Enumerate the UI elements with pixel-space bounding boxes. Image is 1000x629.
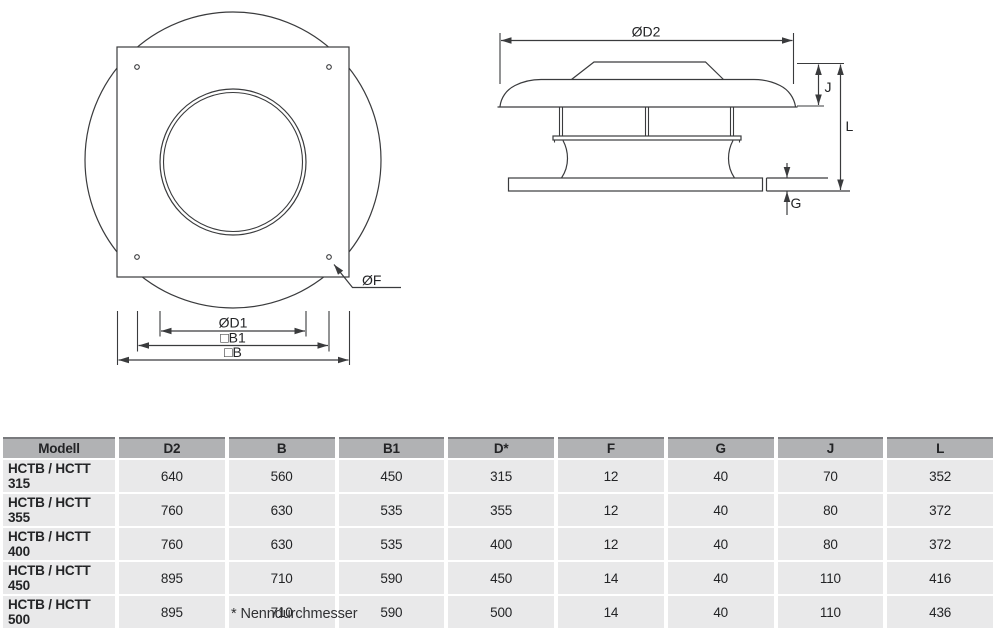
value-cell: 450 <box>338 460 445 492</box>
value-cell: 12 <box>558 528 664 560</box>
value-cell: 535 <box>338 528 445 560</box>
value-cell: 760 <box>119 528 225 560</box>
dimensions-table-section: Modell D2 B B1 D* F G J L HCTB / HCTT 31… <box>0 435 1000 629</box>
value-cell: 500 <box>448 596 554 628</box>
dimensions-table: Modell D2 B B1 D* F G J L HCTB / HCTT 31… <box>0 435 997 629</box>
mounting-hole <box>134 64 140 70</box>
value-cell: 372 <box>887 494 993 526</box>
base-circle <box>84 11 382 309</box>
table-header-row: Modell D2 B B1 D* F G J L <box>3 437 993 458</box>
dim-j-label: J <box>825 79 832 95</box>
value-cell: 14 <box>558 562 664 594</box>
guard-flange-tabs <box>553 140 741 143</box>
value-cell: 590 <box>338 562 445 594</box>
value-cell: 352 <box>887 460 993 492</box>
value-cell: 355 <box>448 494 554 526</box>
value-cell: 40 <box>667 562 774 594</box>
value-cell: 630 <box>228 494 335 526</box>
value-cell: 450 <box>448 562 554 594</box>
value-cell: 535 <box>338 494 445 526</box>
duct-opening-outer <box>159 88 307 236</box>
footnote: * Nenndurchmesser <box>231 606 358 622</box>
value-cell: 12 <box>558 494 664 526</box>
col-header-d: D* <box>448 437 554 458</box>
value-cell: 710 <box>228 596 335 628</box>
value-cell: 436 <box>887 596 993 628</box>
base-spigot <box>727 140 735 179</box>
value-cell: 40 <box>667 460 774 492</box>
model-cell: HCTB / HCTT 315 <box>3 460 115 492</box>
value-cell: 110 <box>777 562 884 594</box>
col-header-b1: B1 <box>338 437 445 458</box>
col-header-l: L <box>887 437 993 458</box>
motor-cover <box>571 61 724 80</box>
dim-j-reference-lines <box>797 62 844 107</box>
dim-g-label: G <box>791 195 802 211</box>
mounting-hole <box>326 64 332 70</box>
value-cell: 895 <box>119 562 225 594</box>
col-header-d2: D2 <box>119 437 225 458</box>
guard-struts <box>558 107 735 136</box>
value-cell: 760 <box>119 494 225 526</box>
value-cell: 895 <box>119 596 225 628</box>
model-cell: HCTB / HCTT 400 <box>3 528 115 560</box>
dim-b-label: □B <box>224 344 242 360</box>
front-extension-lines <box>116 311 351 365</box>
value-cell: 110 <box>777 596 884 628</box>
value-cell: 14 <box>558 596 664 628</box>
technical-drawing: ØF ØD1 □B1 □B ØD2 <box>84 11 854 365</box>
dim-d2-extension-lines <box>499 33 795 84</box>
col-header-f: F <box>558 437 664 458</box>
value-cell: 40 <box>667 528 774 560</box>
value-cell: 710 <box>228 562 335 594</box>
value-cell: 80 <box>777 528 884 560</box>
guard-flange <box>552 135 742 141</box>
duct-opening-inner <box>162 91 304 233</box>
value-cell: 40 <box>667 596 774 628</box>
side-view-drawing: ØD2 G J L <box>497 24 854 215</box>
value-cell: 416 <box>887 562 993 594</box>
fan-cowl <box>497 78 798 108</box>
value-cell: 372 <box>887 528 993 560</box>
value-cell: 12 <box>558 460 664 492</box>
dim-d2-label: ØD2 <box>632 24 661 40</box>
value-cell: 80 <box>777 494 884 526</box>
value-cell: 400 <box>448 528 554 560</box>
value-cell: 40 <box>667 494 774 526</box>
model-cell: HCTB / HCTT 450 <box>3 562 115 594</box>
mounting-hole <box>134 254 140 260</box>
model-cell: HCTB / HCTT 355 <box>3 494 115 526</box>
col-header-b: B <box>228 437 335 458</box>
value-cell: 630 <box>228 528 335 560</box>
dim-f-label: ØF <box>362 272 381 288</box>
value-cell: 640 <box>119 460 225 492</box>
col-header-modell: Modell <box>3 437 115 458</box>
value-cell: 590 <box>338 596 445 628</box>
value-cell: 315 <box>448 460 554 492</box>
value-cell: 70 <box>777 460 884 492</box>
col-header-g: G <box>667 437 774 458</box>
front-view-drawing: ØF ØD1 □B1 □B <box>84 11 401 365</box>
base-spigot <box>561 140 569 179</box>
dim-l-label: L <box>846 118 854 134</box>
base-plate <box>507 177 764 192</box>
base-plate-edge <box>765 177 850 192</box>
value-cell: 560 <box>228 460 335 492</box>
model-cell: HCTB / HCTT 500 <box>3 596 115 628</box>
col-header-j: J <box>777 437 884 458</box>
dim-f-leader <box>333 264 401 289</box>
mounting-plate-outline <box>116 46 350 278</box>
dim-b1-label: □B1 <box>220 330 246 346</box>
dim-d1-label: ØD1 <box>219 315 248 331</box>
mounting-hole <box>326 254 332 260</box>
